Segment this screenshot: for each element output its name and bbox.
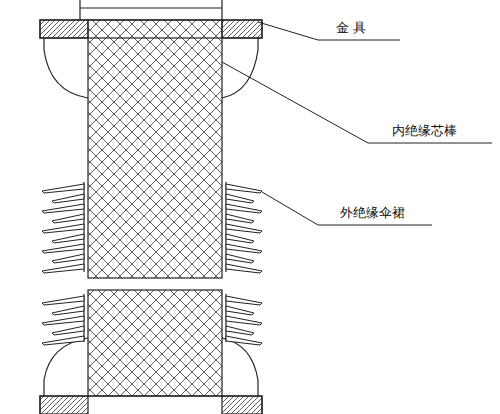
bottom-flange [40, 396, 262, 414]
leader-line [262, 192, 432, 225]
metal-fitting [44, 38, 88, 98]
shed [52, 234, 84, 243]
core-rod [88, 20, 222, 278]
shed [226, 316, 262, 325]
shed [42, 184, 84, 193]
shed [52, 194, 84, 203]
shed [226, 306, 254, 315]
shed [226, 254, 254, 263]
metal-fitting [44, 338, 88, 396]
housing [84, 182, 226, 342]
shed [52, 214, 84, 223]
shed [42, 336, 84, 345]
shed [42, 296, 84, 305]
flange-hatch [222, 396, 262, 414]
shed [42, 316, 84, 325]
leader-line [258, 22, 400, 40]
top-cap [80, 0, 222, 20]
shed [42, 264, 84, 273]
shed [226, 326, 254, 335]
shed [226, 234, 254, 243]
part-label: 内绝缘芯棒 [392, 123, 457, 139]
shed [226, 204, 262, 213]
shed [226, 296, 262, 305]
shed [226, 224, 262, 233]
metal-fitting [222, 38, 258, 98]
metal-fitting [222, 338, 258, 396]
shed [52, 306, 84, 315]
core-rod [88, 290, 222, 396]
shed [226, 336, 262, 345]
part-label: 金 具 [336, 20, 366, 36]
part-label: 外绝缘伞裙 [340, 205, 405, 221]
flange-hatch [222, 20, 262, 38]
flange-hatch [40, 396, 88, 414]
shed [42, 204, 84, 213]
shed [42, 224, 84, 233]
shed [42, 244, 84, 253]
shed [226, 264, 262, 273]
shed [52, 254, 84, 263]
leader-line [222, 62, 492, 143]
flange-hatch [40, 20, 88, 38]
shed [226, 184, 262, 193]
shed [226, 194, 254, 203]
shed [226, 214, 254, 223]
shed [226, 244, 262, 253]
shed [52, 326, 84, 335]
